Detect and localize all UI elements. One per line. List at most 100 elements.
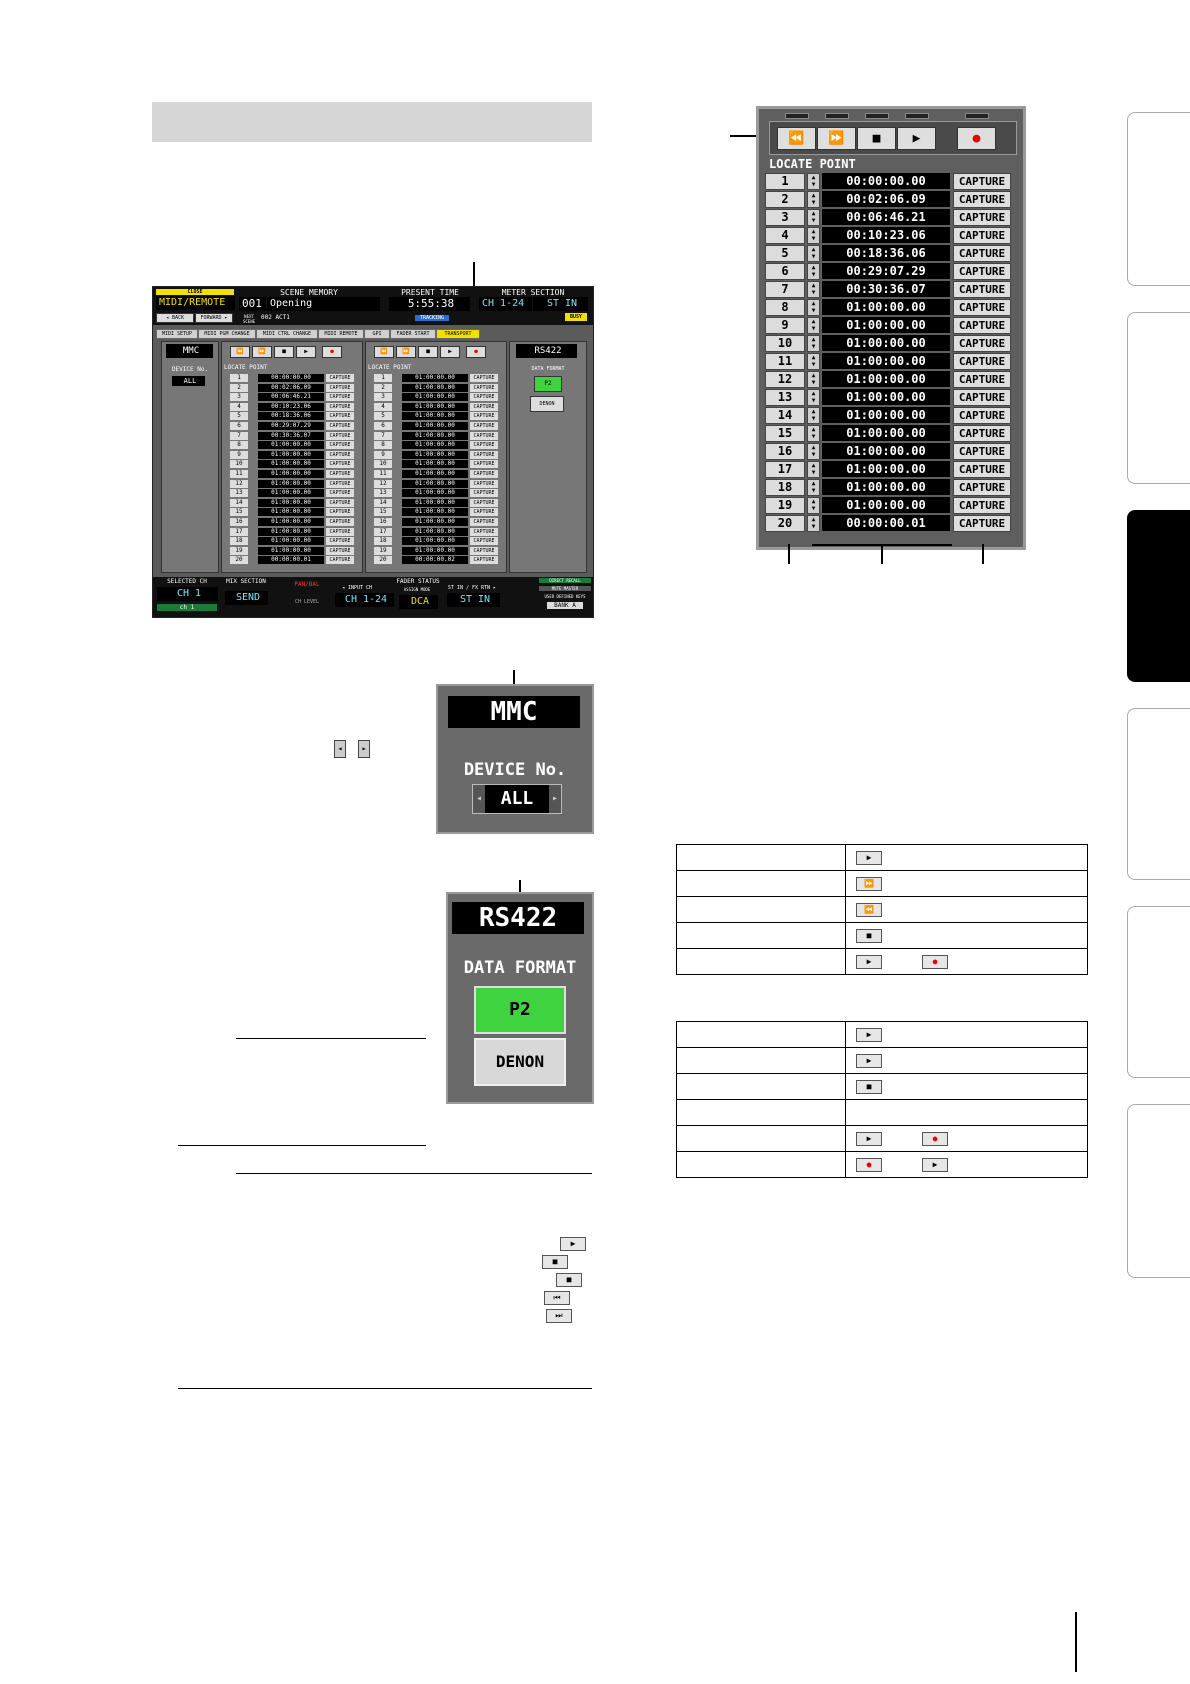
mini-locate-time[interactable]: 00:00:00.01 — [258, 556, 324, 565]
device-decrement-icon[interactable]: ◂ — [473, 785, 485, 813]
locate-point-number[interactable]: 7 — [765, 281, 805, 298]
tab-transport[interactable]: TRANSPORT — [436, 329, 480, 339]
mini-locate-time[interactable]: 01:00:00.00 — [402, 412, 468, 421]
mini-locate-number[interactable]: 15 — [374, 508, 392, 517]
mini-locate-time[interactable]: 01:00:00.00 — [258, 470, 324, 478]
capture-button[interactable]: CAPTURE — [953, 389, 1011, 406]
locate-point-spin-icon[interactable]: ▲▼ — [807, 425, 820, 442]
stop-button[interactable]: ■ — [857, 127, 896, 150]
mini-locate-time[interactable]: 01:00:00.00 — [402, 450, 468, 459]
mini-capture-button[interactable]: CAPTURE — [326, 402, 354, 411]
mini-capture-button[interactable]: CAPTURE — [326, 374, 354, 382]
mini-capture-button[interactable]: CAPTURE — [326, 489, 354, 498]
mini-locate-number[interactable]: 18 — [230, 537, 248, 546]
pan-bal[interactable]: PAN/BAL — [294, 581, 320, 588]
capture-button[interactable]: CAPTURE — [953, 263, 1011, 280]
mini-capture-button[interactable]: CAPTURE — [470, 412, 498, 421]
mini-locate-time[interactable]: 00:02:06.09 — [258, 383, 324, 392]
mini-locate-number[interactable]: 7 — [374, 431, 392, 440]
locate-point-number[interactable]: 6 — [765, 263, 805, 280]
mini-capture-button[interactable]: CAPTURE — [470, 383, 498, 392]
locate-point-spin-icon[interactable]: ▲▼ — [807, 191, 820, 208]
mini-capture-button[interactable]: CAPTURE — [470, 518, 498, 526]
locate-point-number[interactable]: 8 — [765, 299, 805, 316]
locate-point-spin-icon[interactable]: ▲▼ — [807, 461, 820, 478]
locate-point-spin-icon[interactable]: ▲▼ — [807, 245, 820, 262]
capture-button[interactable]: CAPTURE — [953, 335, 1011, 352]
locate-point-time[interactable]: 00:00:00.00 — [822, 173, 950, 189]
locate-point-spin-icon[interactable]: ▲▼ — [807, 227, 820, 244]
mini-capture-button[interactable]: CAPTURE — [326, 460, 354, 469]
mini-capture-button[interactable]: CAPTURE — [470, 402, 498, 411]
locate-point-number[interactable]: 10 — [765, 335, 805, 352]
locate-point-number[interactable]: 12 — [765, 371, 805, 388]
denon-button[interactable]: DENON — [474, 1038, 566, 1086]
mini-locate-time[interactable]: 00:29:07.29 — [258, 422, 324, 430]
capture-button[interactable]: CAPTURE — [953, 191, 1011, 208]
capture-button[interactable]: CAPTURE — [953, 245, 1011, 262]
locate-point-number[interactable]: 3 — [765, 209, 805, 226]
mini-locate-time[interactable]: 01:00:00.00 — [402, 460, 468, 469]
tab-midi-setup[interactable]: MIDI SETUP — [156, 329, 198, 339]
mini-locate-number[interactable]: 8 — [230, 441, 248, 450]
mini-locate-number[interactable]: 15 — [230, 508, 248, 517]
capture-button[interactable]: CAPTURE — [953, 371, 1011, 388]
p2-button[interactable]: P2 — [474, 986, 566, 1034]
mini-capture-button[interactable]: CAPTURE — [326, 498, 354, 507]
mini2-rewind-button[interactable]: ⏪ — [374, 346, 394, 358]
mini-record-button[interactable]: ● — [322, 346, 342, 358]
tab-midi-remote[interactable]: MIDI REMOTE — [318, 329, 364, 339]
dca-button[interactable]: DCA — [399, 595, 438, 609]
locate-point-number[interactable]: 1 — [765, 173, 805, 190]
mmc-mini-device-value[interactable]: ALL — [172, 376, 205, 386]
mini-locate-number[interactable]: 5 — [230, 412, 248, 421]
mini-locate-number[interactable]: 11 — [230, 470, 248, 478]
rs422-mini-p2-button[interactable]: P2 — [534, 376, 562, 392]
locate-point-time[interactable]: 00:02:06.09 — [822, 191, 950, 207]
locate-point-time[interactable]: 01:00:00.00 — [822, 353, 950, 369]
locate-point-number[interactable]: 15 — [765, 425, 805, 442]
mini-capture-button[interactable]: CAPTURE — [470, 431, 498, 440]
locate-point-time[interactable]: 01:00:00.00 — [822, 335, 950, 351]
mini-locate-time[interactable]: 01:00:00.00 — [402, 498, 468, 507]
locate-point-spin-icon[interactable]: ▲▼ — [807, 515, 820, 532]
mini-locate-time[interactable]: 00:18:36.06 — [258, 412, 324, 421]
mini-locate-time[interactable]: 01:00:00.00 — [402, 470, 468, 478]
mini-locate-time[interactable]: 00:06:46.21 — [258, 393, 324, 402]
mini-capture-button[interactable]: CAPTURE — [470, 498, 498, 507]
mini-locate-time[interactable]: 01:00:00.00 — [402, 441, 468, 450]
locate-point-time[interactable]: 01:00:00.00 — [822, 443, 950, 459]
mini-locate-time[interactable]: 01:00:00.00 — [402, 527, 468, 536]
mini-capture-button[interactable]: CAPTURE — [470, 441, 498, 450]
mini-locate-number[interactable]: 5 — [374, 412, 392, 421]
mini-capture-button[interactable]: CAPTURE — [470, 460, 498, 469]
mini-capture-button[interactable]: CAPTURE — [326, 537, 354, 546]
mini-capture-button[interactable]: CAPTURE — [470, 489, 498, 498]
capture-button[interactable]: CAPTURE — [953, 299, 1011, 316]
mini-locate-time[interactable]: 01:00:00.00 — [402, 402, 468, 411]
mini-capture-button[interactable]: CAPTURE — [326, 383, 354, 392]
mini2-play-button[interactable]: ▶ — [440, 346, 460, 358]
capture-button[interactable]: CAPTURE — [953, 497, 1011, 514]
locate-point-spin-icon[interactable]: ▲▼ — [807, 299, 820, 316]
mini-play-button[interactable]: ▶ — [296, 346, 316, 358]
mini-ffwd-button[interactable]: ⏩ — [252, 346, 272, 358]
tab-gpi[interactable]: GPI — [364, 329, 390, 339]
locate-point-spin-icon[interactable]: ▲▼ — [807, 497, 820, 514]
close-button[interactable]: CLOSE — [156, 289, 234, 295]
locate-point-time[interactable]: 01:00:00.00 — [822, 389, 950, 405]
mini-locate-time[interactable]: 01:00:00.00 — [402, 393, 468, 402]
device-no-selector[interactable]: ◂ ALL ▸ — [472, 784, 562, 814]
mini-capture-button[interactable]: CAPTURE — [326, 546, 354, 555]
capture-button[interactable]: CAPTURE — [953, 281, 1011, 298]
mini-locate-time[interactable]: 01:00:00.00 — [258, 527, 324, 536]
mini-locate-number[interactable]: 16 — [230, 518, 248, 526]
locate-point-spin-icon[interactable]: ▲▼ — [807, 263, 820, 280]
mini-locate-time[interactable]: 01:00:00.00 — [402, 537, 468, 546]
mini-locate-number[interactable]: 17 — [230, 527, 248, 536]
mini-locate-time[interactable]: 01:00:00.00 — [402, 374, 468, 382]
mini-locate-number[interactable]: 14 — [230, 498, 248, 507]
mini-locate-time[interactable]: 00:00:00.00 — [258, 374, 324, 382]
mini-capture-button[interactable]: CAPTURE — [470, 393, 498, 402]
rs422-mini-denon-button[interactable]: DENON — [530, 396, 564, 412]
